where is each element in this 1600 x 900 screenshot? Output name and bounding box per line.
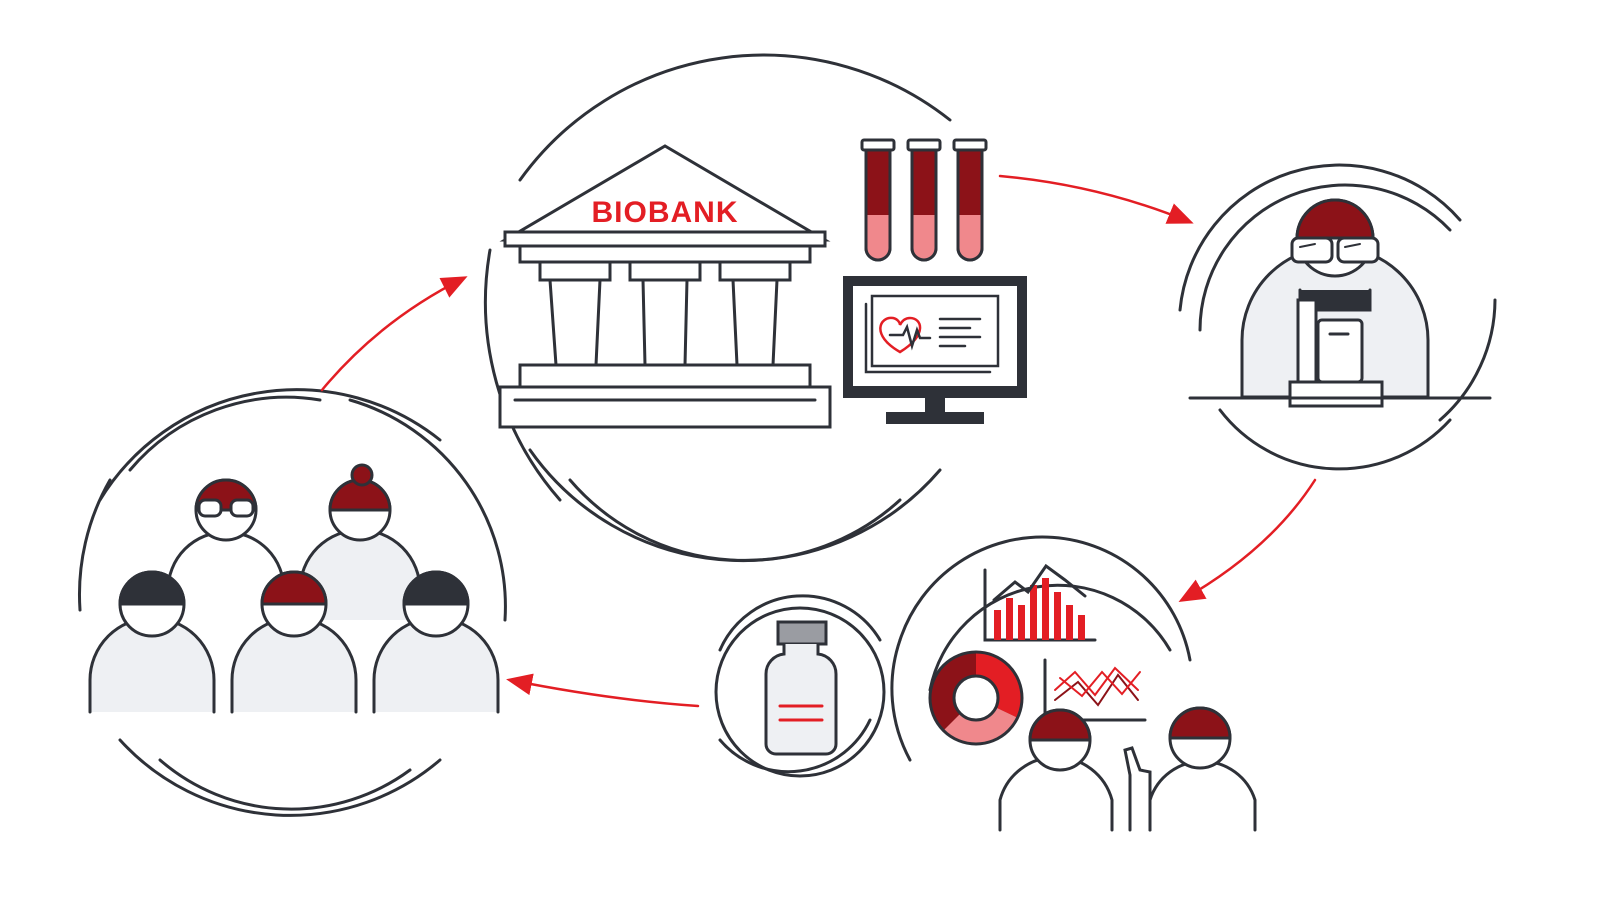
analysis-ring-1 [898, 535, 1192, 662]
arrow-community-to-biobank [320, 276, 468, 392]
biobank-ring-inner-bottom2 [568, 478, 902, 562]
bar-chart-icon [983, 563, 1097, 642]
biobank-section: BIOBANK [483, 53, 1027, 563]
heart-pulse-icon [879, 316, 932, 354]
medicine-vial-icon [764, 620, 838, 756]
lab-ring-1 [1178, 163, 1462, 312]
community-ring-2 [77, 478, 112, 612]
arrow-lab-to-analysis [1178, 478, 1317, 602]
biobank-ring-inner-bottom [528, 448, 942, 563]
analysis-ring-2 [890, 638, 912, 762]
arrow-biobank-to-lab [998, 174, 1194, 224]
arrow-medicine-to-community [506, 673, 700, 708]
biobank-label: BIOBANK [592, 196, 739, 229]
community-section [77, 388, 507, 817]
lab-research-section [1178, 163, 1497, 471]
biobank-building-icon [498, 144, 832, 429]
biobank-ring-outer-left [483, 248, 562, 502]
community-ring-6 [158, 758, 412, 811]
community-ring-3 [128, 395, 322, 472]
flow-arrows [320, 174, 1317, 708]
health-record-monitor-icon [843, 276, 1027, 424]
analysis-section [890, 535, 1257, 832]
vial-ring-inner [714, 606, 886, 778]
lab-researcher-microscope-icon [1188, 198, 1492, 408]
community-ring-1 [98, 388, 442, 502]
vial-ring-1 [718, 594, 882, 652]
biobank-ring-outer [518, 53, 952, 182]
lab-ring-2 [1438, 298, 1497, 422]
community-people-icon [88, 463, 500, 714]
donut-chart-icon [928, 650, 1024, 746]
lab-ring-3 [1198, 183, 1452, 332]
community-ring-5 [118, 738, 442, 817]
lab-ring-4 [1218, 408, 1452, 471]
community-ring-4 [348, 398, 507, 622]
blood-test-tubes-icon [860, 138, 988, 262]
medicine-section [714, 594, 886, 778]
vial-ring-2 [718, 718, 872, 774]
analysts-icon [998, 706, 1257, 832]
